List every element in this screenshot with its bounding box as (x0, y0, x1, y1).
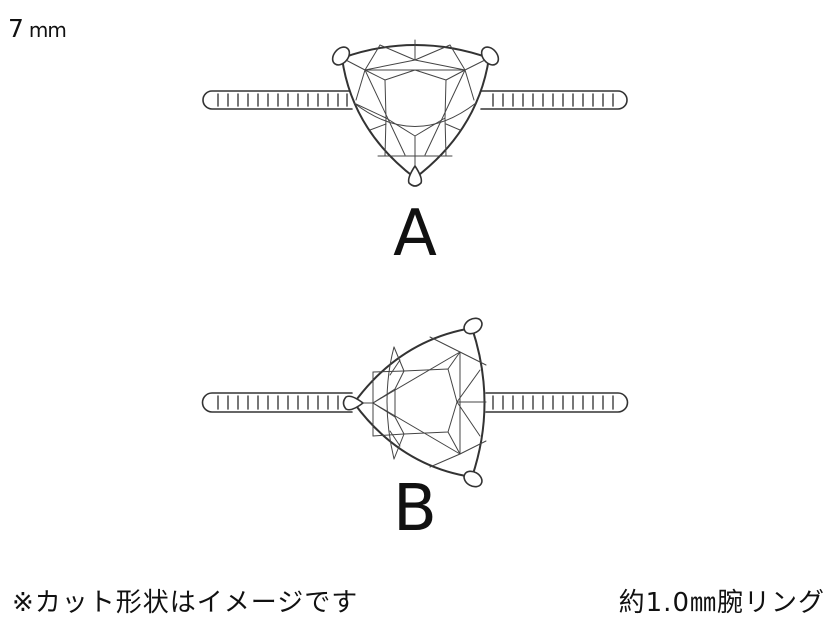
ring-a-prong-top-right (480, 46, 500, 66)
stone-size-unit: mm (28, 18, 67, 42)
ring-b-prongs (342, 317, 483, 488)
ring-b-prong-top-right (463, 317, 483, 335)
diagram-label-a: A (393, 197, 437, 271)
ring-a-band-left (202, 90, 353, 110)
ring-a-illustration (202, 39, 628, 187)
ring-a-stone-facets (341, 39, 490, 171)
ring-b-band-left (201, 392, 353, 413)
ring-b-prong-left (342, 395, 364, 411)
ring-b-band-right (485, 392, 629, 413)
stone-size-value: 7 (8, 14, 25, 43)
ring-b-stone-facets (355, 336, 487, 468)
ring-a-prong-bottom (407, 165, 423, 187)
diagram-label-b: B (393, 472, 437, 546)
ring-a-band-right (480, 90, 628, 110)
ring-a-prong-top-left (331, 46, 351, 66)
ring-b-illustration (201, 317, 629, 488)
ring-b-prong-bottom-right (463, 470, 483, 488)
ring-a-prongs (331, 46, 500, 187)
cut-shape-disclaimer: ※カット形状はイメージです (12, 588, 359, 618)
ring-band-width: 約1.0㎜腕リング (618, 588, 825, 618)
